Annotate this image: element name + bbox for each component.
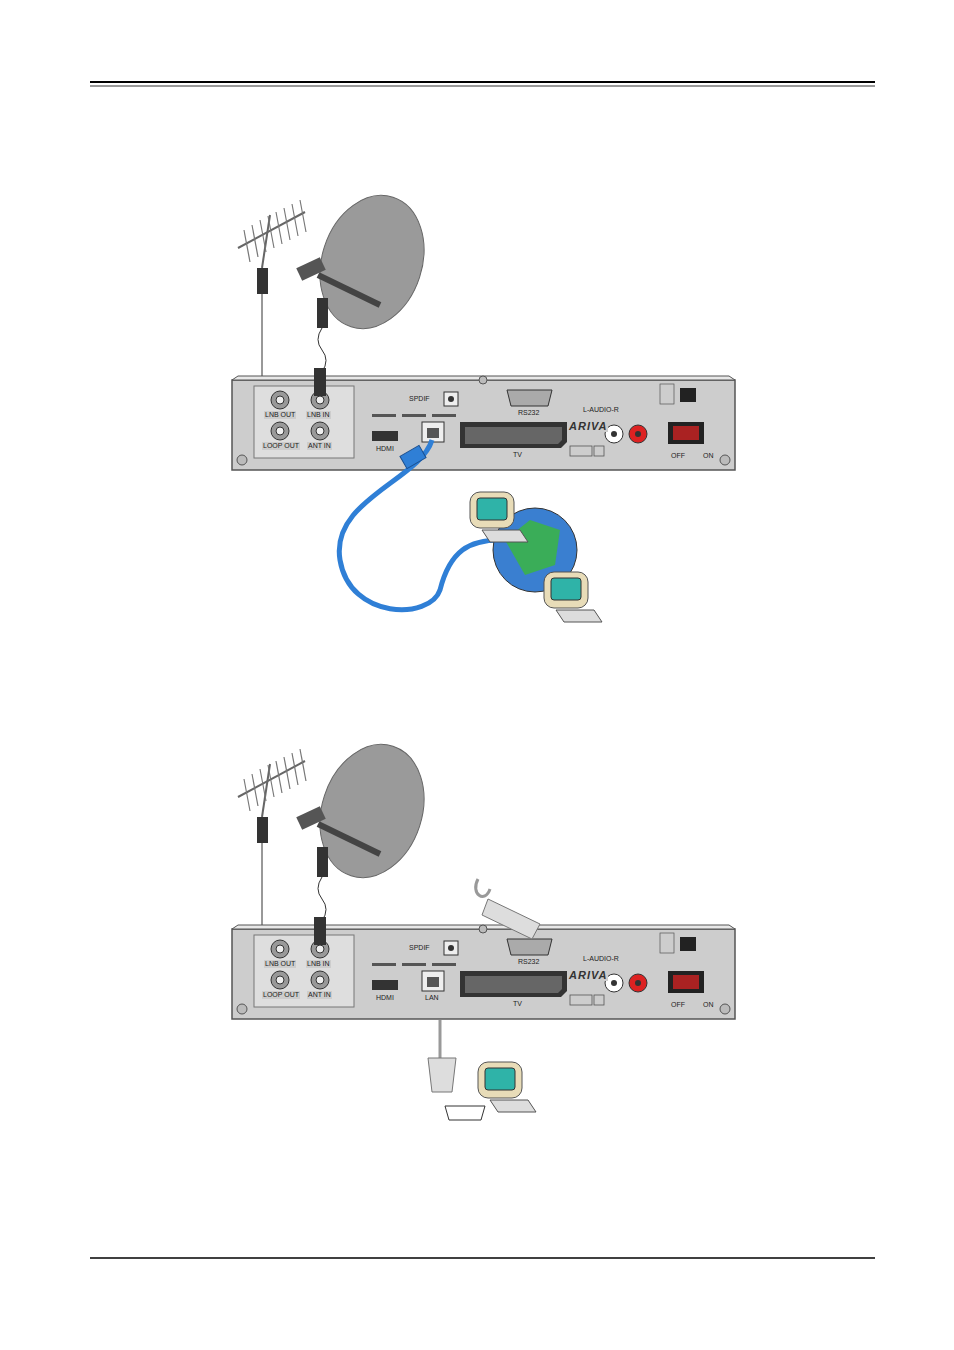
port-label: ON xyxy=(702,452,715,460)
port-label: RS232 xyxy=(517,958,540,966)
setup-figure-2 xyxy=(232,731,735,1019)
port-label: LNB IN xyxy=(306,960,331,968)
port-label: OFF xyxy=(670,1001,686,1009)
serial-pc xyxy=(428,1020,536,1120)
port-label: ANT IN xyxy=(307,991,332,999)
port-label: OFF xyxy=(670,452,686,460)
brand-logo: ARIVA xyxy=(568,420,608,432)
port-label: TV xyxy=(512,451,523,459)
page-rules xyxy=(90,82,875,1258)
port-label: SPDIF xyxy=(408,395,431,403)
brand-logo: ARIVA xyxy=(568,969,608,981)
port-label: L-AUDIO-R xyxy=(582,955,620,963)
port-label: LNB OUT xyxy=(264,411,296,419)
port-label: ON xyxy=(702,1001,715,1009)
port-label: LAN xyxy=(424,994,440,1002)
port-label: RS232 xyxy=(517,409,540,417)
port-label: HDMI xyxy=(375,994,395,1002)
port-label: LOOP OUT xyxy=(262,442,300,450)
port-label: ANT IN xyxy=(307,442,332,450)
port-label: HDMI xyxy=(375,445,395,453)
port-label: LOOP OUT xyxy=(262,991,300,999)
setup-figure-1 xyxy=(232,182,735,622)
port-label: LNB OUT xyxy=(264,960,296,968)
port-label: SPDIF xyxy=(408,944,431,952)
port-label: LNB IN xyxy=(306,411,331,419)
port-label: TV xyxy=(512,1000,523,1008)
port-label: L-AUDIO-R xyxy=(582,406,620,414)
